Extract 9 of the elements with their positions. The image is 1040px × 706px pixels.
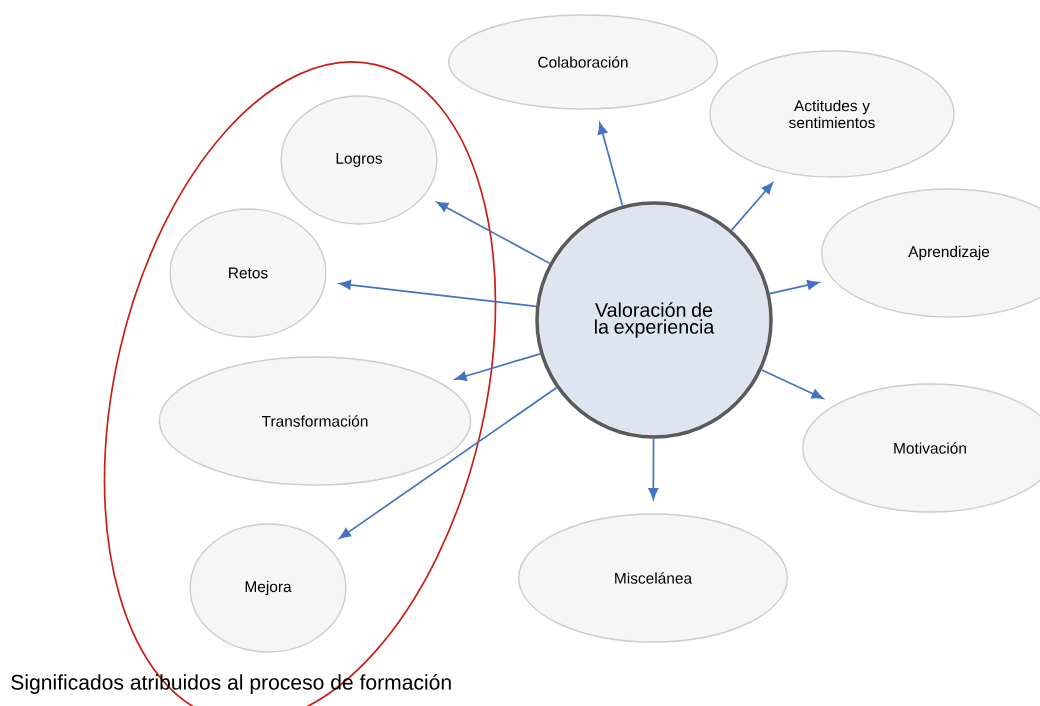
- arrow: [597, 122, 624, 207]
- arrow: [339, 386, 558, 539]
- arrow: [730, 182, 774, 231]
- arrow: [760, 369, 824, 399]
- arrow: [648, 437, 659, 500]
- arrow: [339, 279, 537, 308]
- arrow: [768, 280, 819, 295]
- arrow: [454, 353, 542, 381]
- arrow: [436, 201, 551, 265]
